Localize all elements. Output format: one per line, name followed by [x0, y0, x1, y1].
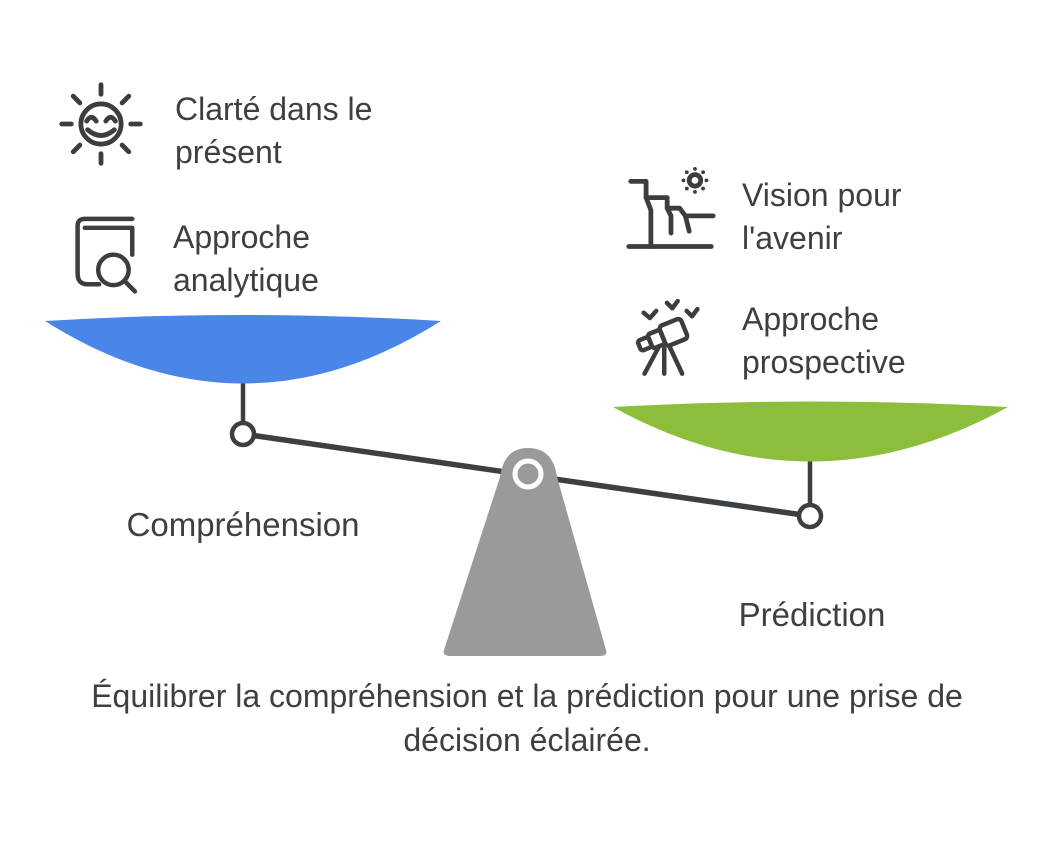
left-pan-label: Compréhension: [126, 506, 360, 543]
smiling-sun-icon: [55, 78, 147, 175]
feature-vision-avenir: Vision pour l'avenir: [622, 166, 942, 263]
left-pan-blue: [45, 315, 441, 384]
right-pan-green: [613, 401, 1008, 462]
feature-label: Clarté dans le présent: [175, 91, 373, 170]
feature-label: Approche prospective: [742, 301, 906, 380]
fulcrum-pivot-hole: [512, 458, 544, 490]
feature-label: Approche analytique: [173, 219, 319, 298]
caption-text: Équilibrer la compréhension et la prédic…: [91, 678, 963, 758]
book-magnifier-icon: [57, 206, 143, 303]
telescope-icon: [632, 288, 718, 389]
cliff-sun-icon: [622, 166, 720, 263]
right-pan-label: Prédiction: [738, 596, 886, 633]
right-hanger-ring: [796, 502, 824, 530]
feature-label: Vision pour l'avenir: [742, 177, 902, 256]
feature-approche-analytique: Approche analytique: [57, 206, 363, 303]
left-hanger-ring: [229, 420, 257, 448]
fulcrum: [443, 448, 607, 656]
feature-approche-prospective: Approche prospective: [632, 288, 952, 389]
feature-clarte-present: Clarté dans le présent: [55, 78, 405, 175]
